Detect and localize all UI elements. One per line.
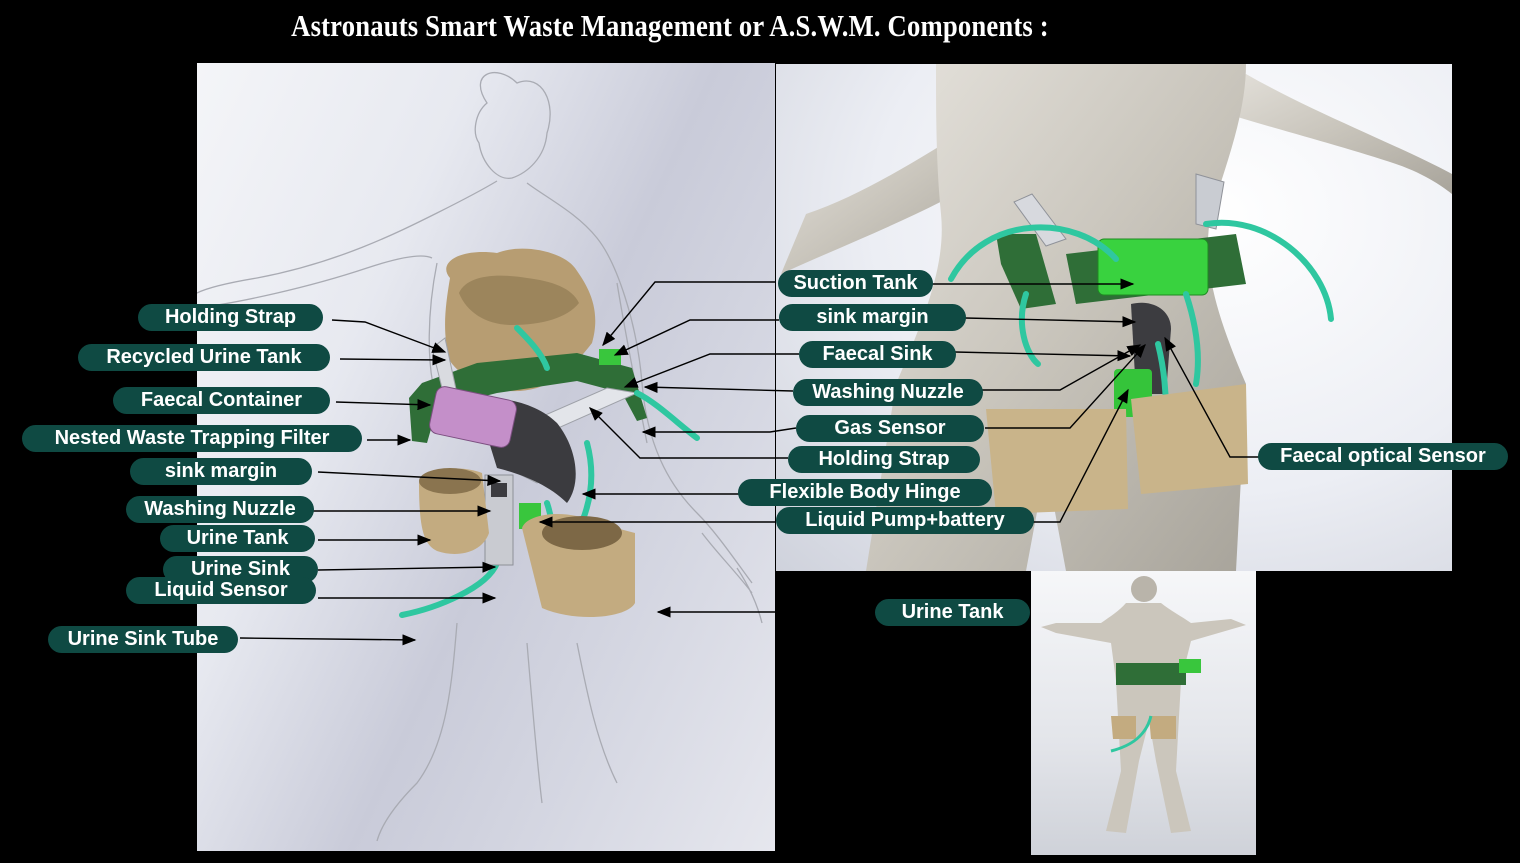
- label-washing-nuzzle-right: Washing Nuzzle: [793, 379, 983, 406]
- arrow-holding-strap-right: [589, 407, 788, 459]
- arrow-faecal-sink-right: [954, 350, 1132, 362]
- label-sink-margin-left: sink margin: [130, 458, 312, 485]
- left-render-illustration: [197, 72, 763, 842]
- label-suction-tank: Suction Tank: [778, 270, 933, 297]
- label-holding-strap-right: Holding Strap: [788, 446, 980, 473]
- arrow-holding-strap-left: [331, 319, 447, 353]
- arrow-washing-nuzzle-right: [970, 344, 1142, 391]
- label-washing-nuzzle-left: Washing Nuzzle: [126, 496, 314, 523]
- full-figure-illustration: [1041, 576, 1246, 833]
- arrow-liquid-pump-right: [1033, 388, 1129, 523]
- label-holding-strap-left: Holding Strap: [138, 304, 323, 331]
- arrow-faecal-optical-sensor: [1164, 336, 1260, 458]
- full-figure-body: [1041, 603, 1246, 833]
- label-urine-tank-right: Urine Tank: [875, 599, 1030, 626]
- arrow-suction-tank-left: [602, 281, 776, 347]
- label-sink-margin-right: sink margin: [779, 304, 966, 331]
- arrow-gas-sensor-right: [985, 343, 1146, 429]
- right-render-illustration: [781, 64, 1452, 571]
- faecal-container-module: [429, 386, 517, 448]
- page-title: Astronauts Smart Waste Management or A.S…: [291, 8, 1049, 43]
- waist-frame: [409, 353, 647, 443]
- label-recycled-urine-tank: Recycled Urine Tank: [78, 344, 330, 371]
- label-liquid-sensor: Liquid Sensor: [126, 577, 316, 604]
- label-liquid-pump-battery: Liquid Pump+battery: [776, 507, 1034, 534]
- label-urine-tank-left: Urine Tank: [160, 525, 315, 552]
- right-thigh-cuff-rear: [1131, 384, 1248, 494]
- label-flexible-body-hinge: Flexible Body Hinge: [738, 479, 992, 506]
- arrow-sink-margin-mid: [613, 319, 779, 356]
- label-faecal-container: Faecal Container: [113, 387, 330, 414]
- arrow-washing-nuzzle-mid: [643, 381, 794, 393]
- label-gas-sensor: Gas Sensor: [796, 415, 984, 442]
- label-faecal-optical-sensor: Faecal optical Sensor: [1258, 443, 1508, 470]
- arrow-sink-margin-left: [317, 471, 502, 486]
- label-urine-sink-tube: Urine Sink Tube: [48, 626, 238, 653]
- label-nested-waste-filter: Nested Waste Trapping Filter: [22, 425, 362, 452]
- label-faecal-sink: Faecal Sink: [799, 341, 956, 368]
- arrow-faecal-container: [335, 399, 432, 411]
- arrow-sink-margin-right: [964, 316, 1137, 328]
- arrow-urine-sink: [317, 561, 497, 573]
- arrow-faecal-sink-left: [623, 353, 799, 388]
- left-thigh-cuff-rear: [986, 409, 1128, 514]
- sketch-human-outline: [197, 72, 763, 842]
- full-figure-panel: [1031, 571, 1256, 855]
- arrow-gas-sensor-left: [641, 426, 797, 438]
- arrow-recycled-urine-tank: [339, 354, 447, 366]
- arrow-urine-sink-tube: [239, 634, 417, 646]
- left-render-panel: [197, 63, 775, 851]
